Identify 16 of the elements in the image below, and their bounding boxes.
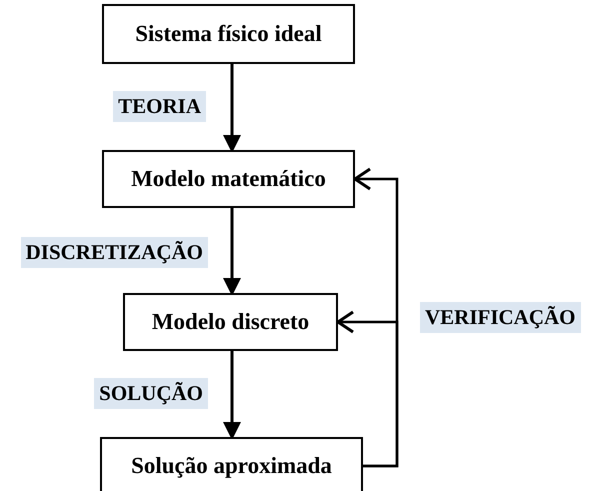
box-label: Modelo discreto — [152, 309, 310, 335]
arrow — [336, 310, 398, 468]
arrow — [223, 208, 241, 296]
process-box — [102, 150, 355, 208]
arrow — [223, 64, 241, 153]
process-box — [123, 293, 338, 351]
edge-label: SOLUÇÃO — [94, 378, 208, 409]
process-box — [100, 437, 363, 491]
box-label: Modelo matemático — [131, 166, 326, 192]
edge-label: DISCRETIZAÇÃO — [20, 237, 208, 268]
process-box — [102, 4, 355, 64]
box-label: Sistema físico ideal — [135, 21, 322, 47]
edge-label: TEORIA — [113, 91, 206, 122]
arrow — [223, 351, 241, 440]
edge-label: VERIFICAÇÃO — [420, 302, 581, 333]
box-label: Solução aproximada — [131, 453, 332, 479]
